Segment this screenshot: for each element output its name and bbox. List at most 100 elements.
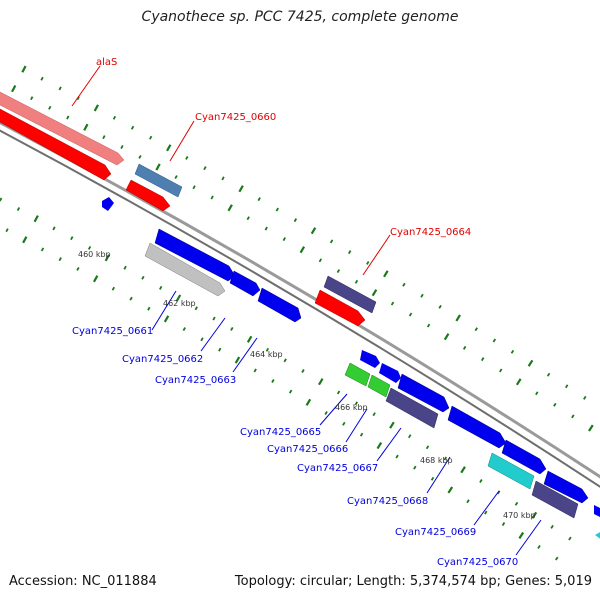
tick-mark (342, 421, 346, 426)
tick-mark (227, 204, 233, 212)
tick-mark (462, 345, 467, 350)
tick-mark (354, 279, 359, 284)
gene-0667-arrow[interactable] (385, 387, 439, 429)
gene-0665-arrow[interactable] (344, 362, 371, 387)
tick-mark (166, 144, 172, 152)
gene-0664-bar[interactable] (323, 275, 377, 314)
tick-mark (299, 246, 306, 254)
tick-mark (141, 275, 145, 280)
gene-0668b-arrow[interactable] (447, 405, 507, 449)
tick-mark (40, 247, 45, 252)
tick-mark (354, 401, 359, 406)
tick-mark (58, 86, 62, 91)
tick-mark (33, 215, 39, 223)
genome-summary-text: Topology: circular; Length: 5,374,574 bp… (234, 574, 592, 589)
tick-mark (371, 289, 378, 297)
tick-mark (564, 384, 569, 389)
label-cyan7425-0663[interactable]: Cyan7425_0663 (155, 375, 236, 386)
tick-mark (318, 258, 323, 263)
tick-mark (87, 245, 92, 250)
tick-mark (537, 545, 541, 549)
label-cyan7425-0665[interactable]: Cyan7425_0665 (240, 427, 321, 438)
gene-small-a[interactable] (360, 350, 380, 368)
tick-mark (212, 316, 216, 321)
gene-edge-arrow[interactable] (543, 470, 589, 504)
gene-0660-bar[interactable] (134, 163, 183, 198)
tick-mark (194, 306, 198, 311)
scale-label-470: 470 kbp (503, 511, 536, 520)
tick-mark (221, 176, 225, 181)
tick-mark (310, 227, 317, 235)
gene-0660-cds[interactable] (125, 179, 171, 212)
gene-0663-arrow[interactable] (257, 287, 302, 323)
tick-mark (466, 499, 470, 504)
tick-mark (390, 301, 395, 306)
tick-mark (83, 123, 89, 131)
label-cyan7425-0664[interactable]: Cyan7425_0664 (390, 227, 471, 238)
tick-mark (408, 434, 412, 439)
label-alaS[interactable]: alaS (96, 57, 117, 68)
gene-edge-arrow-2[interactable] (594, 505, 600, 518)
tick-mark (192, 185, 196, 190)
gene-edge-arrow-3[interactable] (595, 531, 600, 540)
tick-mark (492, 338, 497, 343)
gene-0662-arrow[interactable] (144, 242, 226, 297)
tick-mark (555, 556, 559, 561)
gene-0661b-arrow[interactable] (229, 270, 261, 297)
label-cyan7425-0661[interactable]: Cyan7425_0661 (72, 326, 153, 337)
tick-mark (455, 314, 461, 322)
tick-mark (40, 76, 44, 81)
tick-mark (527, 359, 534, 367)
tick-mark (305, 398, 312, 406)
gene-small-marker[interactable] (102, 197, 114, 211)
tick-mark (347, 250, 352, 255)
gene-alaS-cds[interactable] (0, 108, 112, 181)
gene-0666-arrow[interactable] (367, 374, 391, 398)
label-cyan7425-0670[interactable]: Cyan7425_0670 (437, 557, 518, 568)
gene-0669-arrow[interactable] (487, 452, 535, 490)
tick-mark (420, 293, 424, 298)
tick-mark (66, 115, 70, 120)
tick-mark (104, 254, 111, 262)
tick-mark (253, 368, 257, 373)
gene-alaS-bar[interactable] (0, 91, 125, 166)
tick-mark (430, 476, 435, 481)
tick-mark (583, 395, 587, 400)
gene-small-b[interactable] (379, 363, 401, 383)
label-cyan7425-0669[interactable]: Cyan7425_0669 (395, 527, 476, 538)
tick-mark (531, 511, 538, 519)
tick-mark (366, 260, 370, 265)
tick-mark (324, 411, 328, 415)
label-cyan7425-0667[interactable]: Cyan7425_0667 (297, 463, 378, 474)
gene-0668a-arrow[interactable] (397, 373, 450, 413)
tick-mark (185, 155, 189, 160)
tick-mark (76, 266, 80, 271)
gene-features (0, 91, 600, 540)
gene-0664-cds[interactable] (314, 289, 366, 327)
tick-mark (535, 391, 539, 396)
tick-mark (246, 216, 250, 221)
tick-mark (52, 226, 56, 231)
tick-mark (336, 390, 341, 395)
tick-mark (383, 270, 389, 278)
tick-mark (147, 306, 151, 311)
tick-mark (588, 424, 594, 432)
gene-0668c-arrow[interactable] (501, 439, 547, 475)
tick-mark (501, 522, 506, 526)
tick-mark (102, 135, 106, 140)
label-cyan7425-0666[interactable]: Cyan7425_0666 (267, 444, 348, 455)
tick-mark (21, 65, 27, 73)
tick-mark (265, 347, 270, 352)
tick-mark (329, 239, 334, 244)
tick-mark (515, 378, 522, 386)
label-cyan7425-0662[interactable]: Cyan7425_0662 (122, 354, 203, 365)
gene-0670-arrow[interactable] (531, 480, 579, 519)
tick-marks (0, 65, 594, 561)
tick-mark (111, 286, 116, 291)
label-cyan7425-0668[interactable]: Cyan7425_0668 (347, 496, 428, 507)
tick-mark (413, 465, 417, 470)
tick-mark (271, 379, 275, 383)
scale-label-462: 462 kbp (163, 299, 196, 308)
tick-mark (48, 105, 52, 110)
label-cyan7425-0660[interactable]: Cyan7425_0660 (195, 112, 276, 123)
